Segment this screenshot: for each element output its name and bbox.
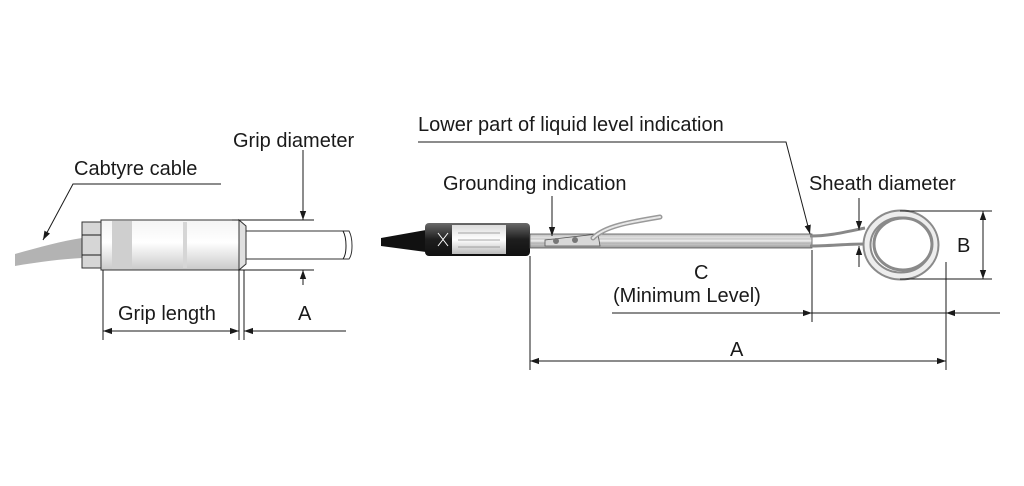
sheath-pipe [245,230,353,260]
kette-mark-icon [437,232,449,247]
grip-band [112,221,132,269]
cabtyre-cable-label: Cabtyre cable [74,158,197,180]
dim-b-label: B [957,235,970,257]
heater-cable [381,230,426,252]
heater-coil [862,209,940,281]
dim-c-label: C [694,262,708,284]
dim-a-right-label: A [730,339,744,361]
cabtyre-cable-shape [15,238,82,266]
grip-detail: Cabtyre cable Grip diameter Grip length … [15,130,354,340]
lower-part-label: Lower part of liquid level indication [418,114,724,136]
heater-full: Lower part of liquid level indication Gr… [381,114,1000,370]
grip-diameter-label: Grip diameter [233,130,354,152]
sheath-diameter-label: Sheath diameter [809,173,956,195]
cable-nut [81,221,102,269]
grounding-label: Grounding indication [443,173,626,195]
heater-sheath [529,233,813,249]
grip-length-label: Grip length [118,303,216,325]
minimum-level-label: (Minimum Level) [613,285,761,307]
dim-a-left-label: A [298,303,312,325]
